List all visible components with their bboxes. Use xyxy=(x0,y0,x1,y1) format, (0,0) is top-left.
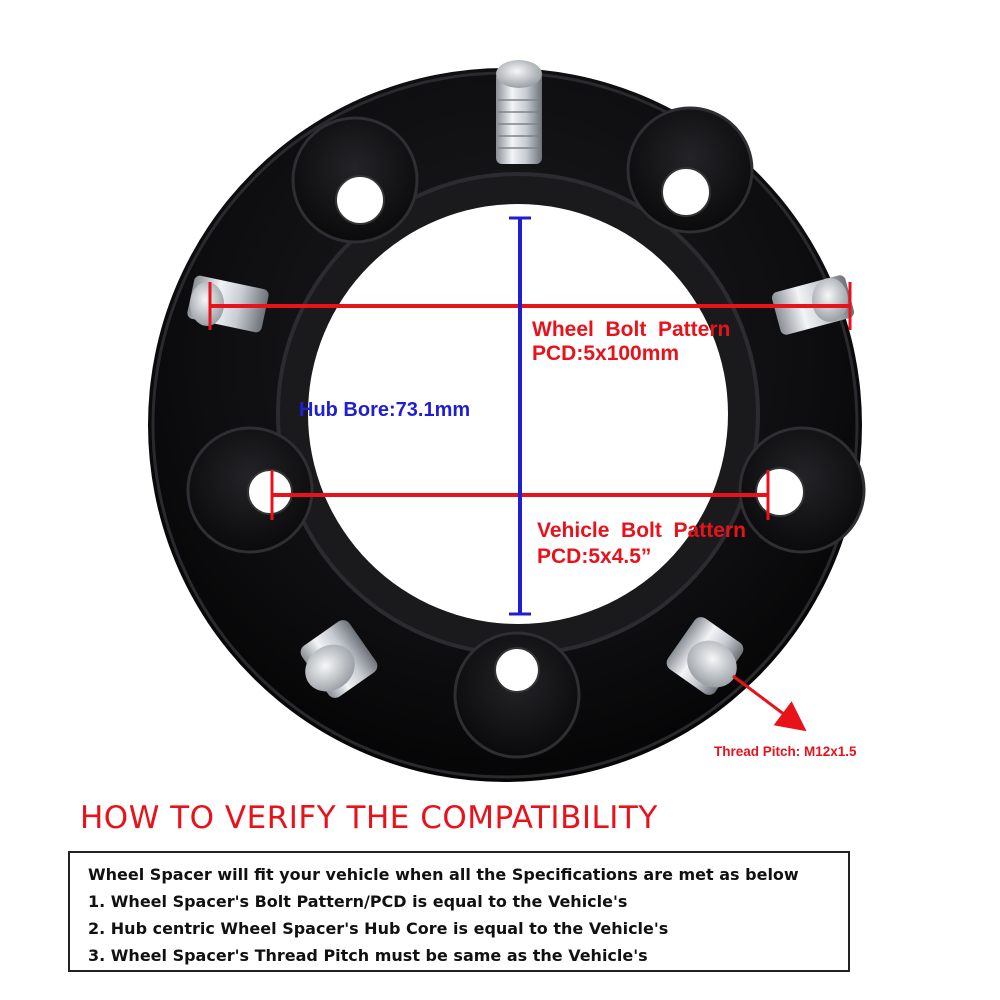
bolt-hole-pocket xyxy=(291,116,419,244)
vehicle-bolt-pcd-label: PCD:5x4.5” xyxy=(537,545,651,568)
vehicle-bolt-pattern-label: Vehicle Bolt Pattern xyxy=(537,519,746,542)
compatibility-intro: Wheel Spacer will fit your vehicle when … xyxy=(88,865,799,884)
thread-pitch-label: Thread Pitch: M12x1.5 xyxy=(714,744,857,759)
compatibility-heading: HOW TO VERIFY THE COMPATIBILITY xyxy=(80,800,658,836)
wheel-bolt-pcd-label: PCD:5x100mm xyxy=(532,342,679,365)
wheel-stud xyxy=(300,620,378,698)
bolt-hole-pocket xyxy=(738,426,866,554)
bolt-hole-pocket xyxy=(626,106,754,234)
bolt-hole-pocket xyxy=(453,631,581,759)
wheel-bolt-pattern-line xyxy=(208,282,852,330)
bolt-hole-pocket xyxy=(186,426,314,554)
hub-bore-line xyxy=(509,216,531,616)
wheel-stud xyxy=(496,60,542,164)
hub-bore-label: Hub Bore:73.1mm xyxy=(299,399,470,421)
wheel-stud xyxy=(666,617,744,695)
wheel-spacer-illustration xyxy=(148,60,866,782)
compatibility-item: 2. Hub centric Wheel Spacer's Hub Core i… xyxy=(88,919,669,938)
wheel-spacer-diagram: Wheel Bolt Pattern PCD:5x100mm Hub Bore:… xyxy=(148,60,866,782)
compatibility-item: 1. Wheel Spacer's Bolt Pattern/PCD is eq… xyxy=(88,892,628,911)
arrow-right-icon xyxy=(732,674,807,732)
wheel-bolt-pattern-label: Wheel Bolt Pattern xyxy=(532,318,730,341)
compatibility-box: Wheel Spacer will fit your vehicle when … xyxy=(68,851,850,972)
compatibility-item: 3. Wheel Spacer's Thread Pitch must be s… xyxy=(88,946,648,965)
